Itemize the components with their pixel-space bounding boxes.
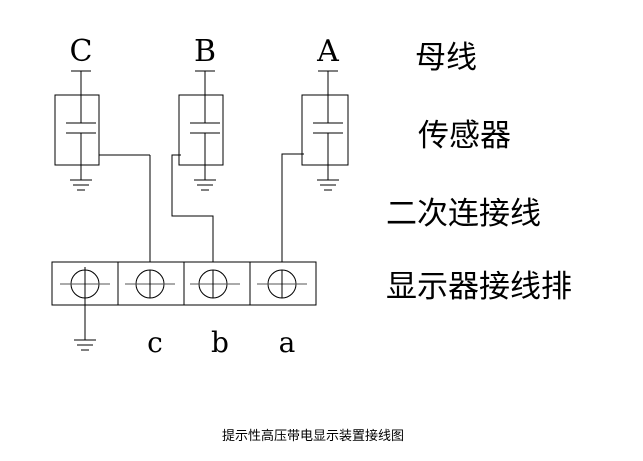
secondary-wire-b	[171, 154, 214, 262]
legend-busbar: 母线	[415, 40, 477, 76]
sensor-a	[301, 70, 349, 180]
legend-secondary-wiring: 二次连接线	[386, 196, 541, 232]
phase-label-a: A	[316, 34, 339, 69]
terminal-label-b: b	[211, 326, 229, 359]
legend-terminal-block: 显示器接线排	[386, 269, 572, 305]
phase-label-c: C	[70, 34, 93, 69]
terminal-cell	[257, 269, 307, 299]
legend-sensor: 传感器	[418, 118, 511, 154]
terminal-cell	[60, 267, 110, 340]
phase-label-b: B	[194, 34, 216, 69]
terminal-label-c: c	[147, 326, 163, 359]
ground-icon	[194, 179, 216, 191]
ground-icon	[74, 339, 96, 351]
sensor-c	[54, 70, 150, 180]
terminal-label-a: a	[279, 326, 296, 359]
sensor-b	[178, 70, 224, 180]
terminal-cell	[125, 269, 175, 299]
ground-icon	[317, 179, 339, 191]
ground-icon	[70, 179, 92, 191]
secondary-wire-a	[281, 153, 304, 262]
terminal-cell	[190, 269, 240, 299]
figure-caption: 提示性高压带电显示装置接线图	[222, 428, 404, 444]
